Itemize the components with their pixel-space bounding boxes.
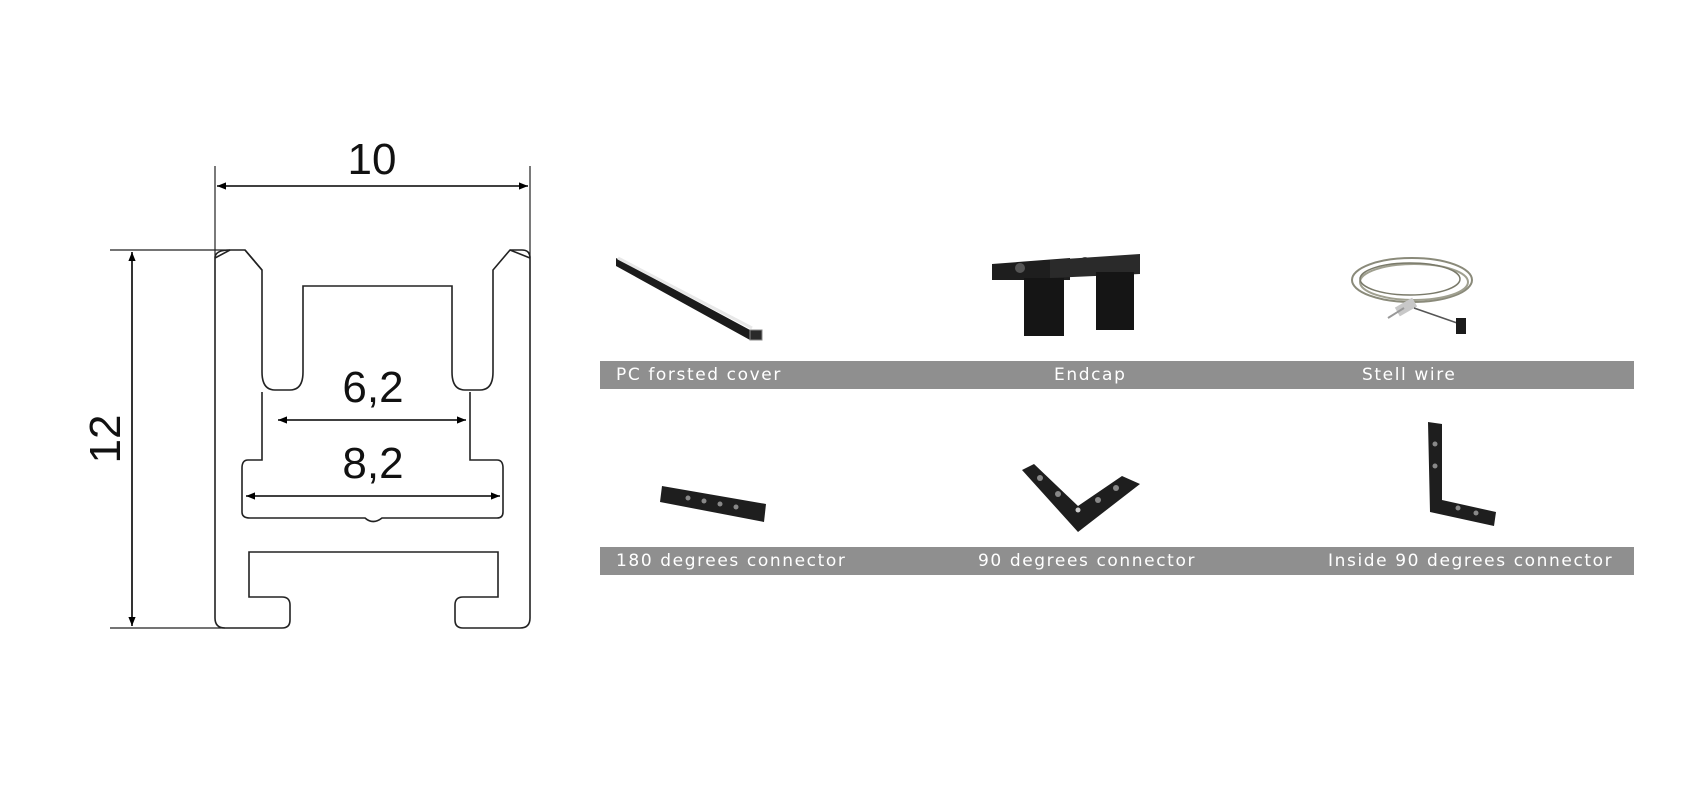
height-dimension-label: 12 — [81, 415, 130, 464]
profile-outline — [214, 249, 531, 629]
accessory-label-steel-wire: Stell wire — [1362, 365, 1457, 385]
accessory-label-180-connector: 180 degrees connector — [616, 551, 847, 571]
accessory-label-endcap: Endcap — [1054, 365, 1127, 385]
straight-connector-icon — [660, 486, 766, 522]
accessory-band-row1: PC forsted cover Endcap Stell wire — [600, 361, 1634, 389]
steel-wire-icon — [1351, 257, 1473, 334]
profile-inner-outline — [241, 392, 504, 523]
inside-corner-connector-icon — [1428, 422, 1496, 526]
width-dimension-label: 10 — [348, 135, 397, 184]
profile-cross-section-drawing: 10 12 6,2 8,2 — [81, 135, 531, 629]
corner-connector-icon — [1022, 464, 1140, 532]
accessory-label-inside-90-connector: Inside 90 degrees connector — [1328, 551, 1614, 571]
endcap-icon — [992, 254, 1140, 336]
inner-top-dimension-label: 6,2 — [342, 363, 403, 412]
frosted-cover-icon — [616, 256, 763, 341]
accessory-band-row2: 180 degrees connector 90 degrees connect… — [600, 547, 1634, 575]
accessory-label-90-connector: 90 degrees connector — [978, 551, 1197, 571]
inner-bottom-dimension-label: 8,2 — [342, 439, 403, 488]
accessory-label-pc-frosted-cover: PC forsted cover — [616, 365, 782, 385]
